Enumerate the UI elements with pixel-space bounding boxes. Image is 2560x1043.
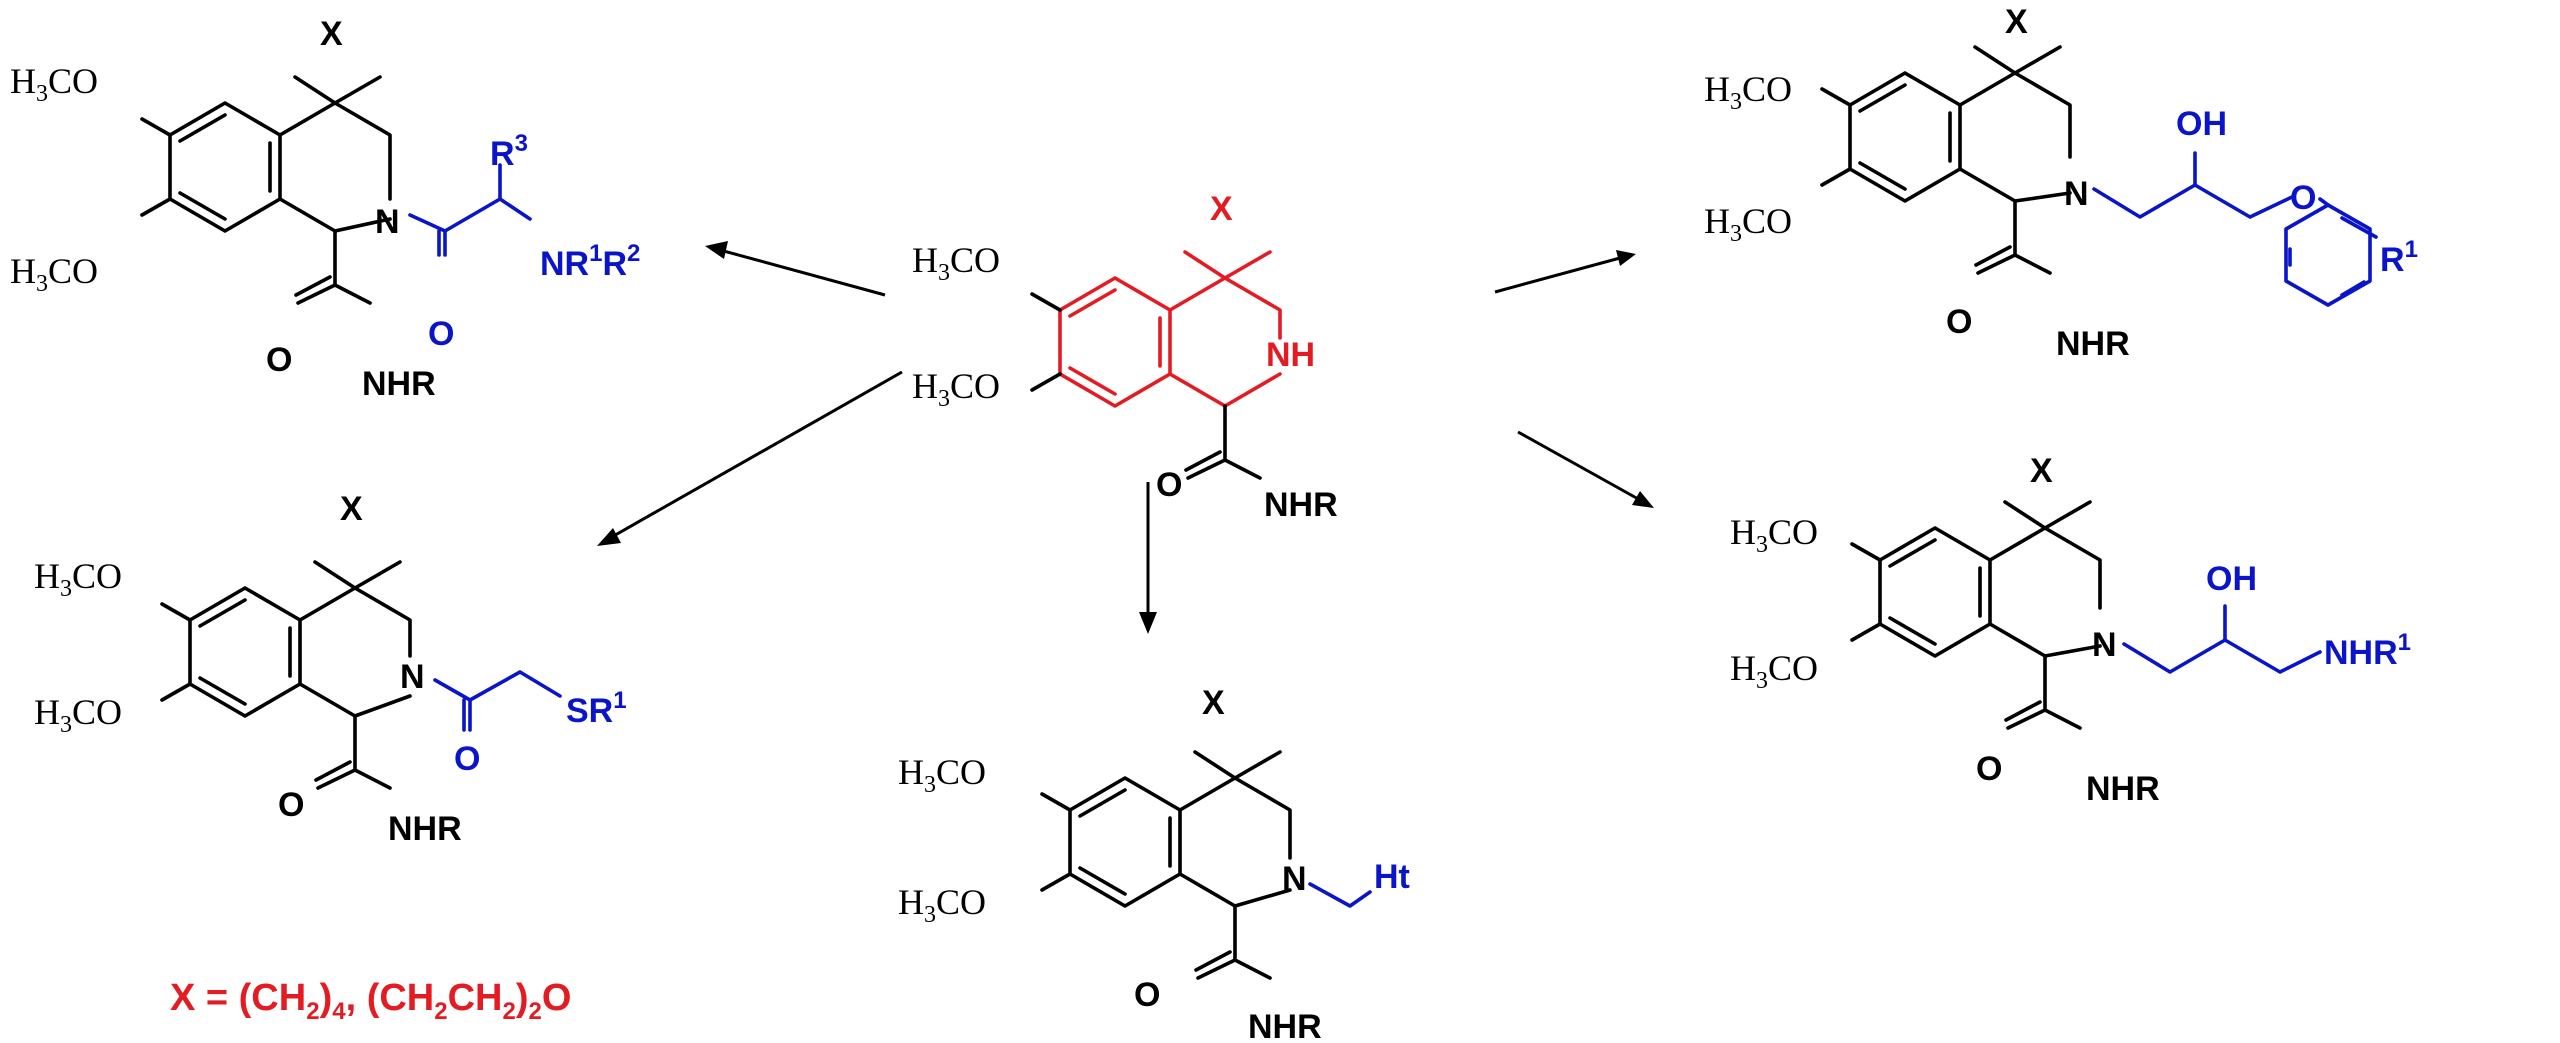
product-aminopropanol: X N O NHR OH NHR1 H3CO H3CO	[1730, 452, 2411, 808]
product-thioacyl: X N O NHR O SR1 H3CO H3CO	[34, 490, 627, 848]
r3-label: R3	[490, 130, 528, 173]
arrow-to-aminopropanol	[1517, 430, 1654, 508]
nhr-label: NHR	[2056, 325, 2130, 363]
nh-label: NH	[1266, 336, 1315, 374]
nhr-label: NHR	[388, 810, 462, 848]
x-label: X	[2030, 452, 2053, 490]
carbonyl-o-label: O	[1134, 976, 1160, 1014]
methoxy-top-label: H3CO	[10, 61, 98, 107]
nhr-label: NHR	[362, 365, 436, 403]
oh-label: OH	[2206, 560, 2257, 598]
product-aryloxypropanol: X N O NHR OH O R1 H3CO H3CO	[1704, 3, 2418, 363]
nhr-label: NHR	[1248, 1008, 1322, 1043]
nhr-label: NHR	[1264, 486, 1338, 524]
arrow-to-aryloxypropanol	[1494, 250, 1636, 294]
oh-label: OH	[2176, 105, 2227, 143]
methoxy-top-label: H3CO	[912, 240, 1000, 286]
arrow-to-aminoacyl	[705, 241, 886, 297]
carbonyl-o-label: O	[1976, 750, 2002, 788]
x-label: X	[2005, 3, 2028, 41]
methoxy-bottom-label: H3CO	[34, 692, 122, 738]
x-label: X	[340, 490, 363, 528]
nhr-label: NHR	[2086, 770, 2160, 808]
methoxy-bottom-label: H3CO	[898, 882, 986, 928]
starting-material: X NH O NHR H3CO H3CO	[912, 190, 1338, 524]
amine-label: NR1R2	[540, 240, 640, 283]
x-label: X	[1202, 684, 1225, 722]
x-label: X	[1210, 190, 1233, 228]
carbonyl-o-label: O	[1156, 466, 1182, 504]
methoxy-bottom-label: H3CO	[912, 366, 1000, 412]
product-aminoacyl: X N O NHR O R3 NR1R2 H3CO H3CO	[10, 15, 640, 403]
aryl-r1-label: R1	[2380, 236, 2418, 279]
n-label: N	[375, 203, 400, 241]
carbonyl-o-label: O	[278, 786, 304, 824]
methoxy-bottom-label: H3CO	[1704, 201, 1792, 247]
carbonyl-o-label: O	[1946, 303, 1972, 341]
nhr1-label: NHR1	[2324, 629, 2411, 672]
acyl-o-label: O	[428, 315, 454, 353]
n-label: N	[400, 658, 425, 696]
product-heteroaryl-methyl: X N O NHR Ht H3CO H3CO	[898, 684, 1410, 1043]
x-label: X	[320, 15, 343, 53]
x-definition-legend: X = (CH2)4, (CH2CH2)2O	[170, 977, 571, 1025]
sr-label: SR1	[566, 687, 627, 730]
methoxy-top-label: H3CO	[1730, 512, 1818, 558]
n-label: N	[2092, 626, 2117, 664]
methoxy-bottom-label: H3CO	[10, 251, 98, 297]
acyl-o-label: O	[454, 740, 480, 778]
methoxy-top-label: H3CO	[898, 752, 986, 798]
methoxy-bottom-label: H3CO	[1730, 648, 1818, 694]
methoxy-top-label: H3CO	[34, 556, 122, 602]
ether-o-label: O	[2290, 179, 2316, 217]
arrow-to-heteroaryl-methyl	[1139, 482, 1157, 634]
arrow-to-thioacyl	[597, 370, 903, 546]
ht-label: Ht	[1374, 858, 1410, 896]
carbonyl-o-label: O	[266, 341, 292, 379]
methoxy-top-label: H3CO	[1704, 69, 1792, 115]
n-label: N	[2064, 175, 2089, 213]
n-label: N	[1282, 860, 1307, 898]
